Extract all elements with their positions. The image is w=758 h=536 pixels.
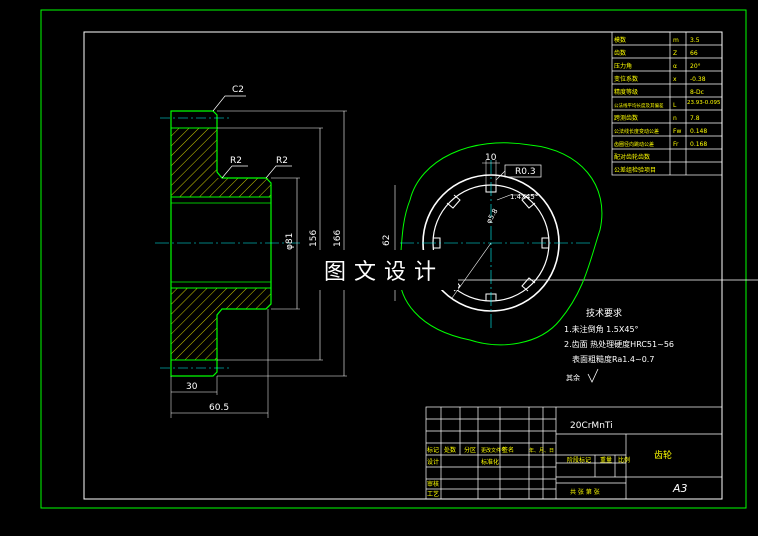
section-outline [170,110,272,377]
param-name: 配对齿轮齿数 [614,153,650,161]
param-val: 0.168 [690,141,707,148]
col-doc: 更改文件号 [481,447,506,454]
param-name: 公差组检验项目 [614,166,656,174]
notes-line1: 1.未注倒角 1.5X45° [564,324,639,334]
col-date: 年、月、日 [529,447,554,454]
dim-chamfer: 1.4X45° [510,193,538,201]
leader-chamfer [496,194,540,201]
dim-r2-a: R2 [230,156,242,166]
title-block-text: 20CrMnTi 齿轮 A3 标记 处数 分区 更改文件号 签名 年、月、日 设… [427,421,688,498]
param-sym: n [673,115,677,122]
technical-notes: 技术要求 1.未注倒角 1.5X45° 2.齿面 热处理硬度HRC51~56 表… [564,307,674,383]
param-sym: x [673,76,677,83]
parameter-table [611,31,723,176]
notes-line4: 其余 [566,373,580,382]
param-val: 8-Dc [690,89,704,96]
gear-section-view: C2 R2 R2 φ81 156 166 30 60.5 [155,85,347,418]
leader-r2-b [265,165,292,179]
dim-605: 60.5 [209,403,229,413]
review-label: 审核 [427,480,439,488]
param-name: 齿数 [614,49,626,57]
param-name: 模数 [614,36,626,44]
dim-r03: R0.3 [515,167,536,177]
sheets-label: 共 张 第 张 [570,488,600,496]
col-count: 处数 [444,446,456,454]
notes-line2: 2.齿面 热处理硬度HRC51~56 [564,339,674,349]
parameter-table-text: 模数 m 3.5 齿数 Z 66 压力角 α 20° 变位系数 x -0.38 … [614,36,721,174]
leader-r03 [495,170,506,181]
hatch-upper [171,128,271,197]
weight-label: 重量 [600,456,612,464]
param-name: 公法线长度变动公差 [614,128,659,135]
param-name: 变位系数 [614,75,638,83]
dim-c2: C2 [232,85,244,95]
dim-156: 156 [309,230,319,247]
dim-30: 30 [186,382,198,392]
inner-frame [83,31,723,500]
param-val: 0.148 [690,128,707,135]
param-sym: Z [673,50,677,57]
param-name: 齿圈径向跳动公差 [614,141,654,148]
notes-title: 技术要求 [586,307,622,319]
notes-line3: 表面粗糙度Ra1.4~0.7 [572,354,654,364]
param-val: 20° [690,63,701,70]
scale-label: 比例 [618,456,630,464]
roughness-symbol [587,368,599,383]
standard-label: 标准化 [481,458,499,466]
watermark-label: 图文设计 [310,250,458,290]
param-val: 23.93-0.095 [687,100,721,106]
design-label: 设计 [427,458,439,466]
material-label: 20CrMnTi [570,421,613,431]
leader-c2 [212,95,246,112]
dim-166: 166 [333,230,343,247]
dim-62: 62 [382,235,392,246]
process-label: 工艺 [427,490,439,498]
dim-81: φ81 [285,233,295,250]
title-block [425,406,723,500]
stage-mark-label: 阶段标记 [567,456,591,464]
param-sym: Fw [673,128,681,135]
dim-10: 10 [485,153,497,163]
param-sym: L [673,102,677,109]
dim-phi: φ5.8 [485,207,500,225]
dim-r2-b: R2 [276,156,288,166]
part-name-label: 齿轮 [654,449,672,461]
param-val: 7.8 [690,115,700,122]
col-zone: 分区 [464,446,476,454]
param-sym: m [673,37,679,44]
col-sign: 签名 [502,446,514,454]
param-val: -0.38 [690,76,706,83]
gear-detail-view: 10 R0.3 1.4X45° φ5.8 62 [382,142,603,346]
sheet-size-label: A3 [672,482,688,495]
diag-leader [451,242,492,299]
param-name: 跨测齿数 [614,114,638,122]
outer-frame [40,9,747,509]
param-name: 压力角 [614,62,632,70]
leader-r2-a [221,165,248,179]
hatch-lower [171,288,271,360]
detail-break-outline [398,142,603,346]
param-val: 66 [690,50,698,57]
param-sym: Fr [673,141,679,148]
param-name: 精度等级 [614,88,638,96]
param-val: 3.5 [690,37,700,44]
col-mark: 标记 [427,446,439,454]
param-name: 公法线平均长度及其偏差 [614,102,664,109]
param-sym: α [673,63,677,70]
